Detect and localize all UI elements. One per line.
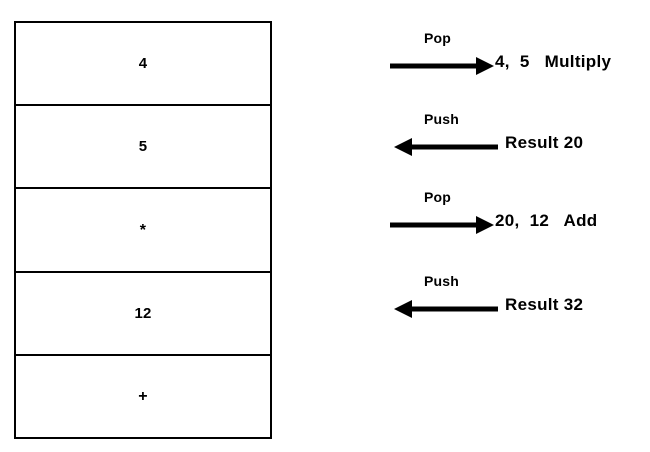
stack-cell: * xyxy=(16,189,270,273)
arrow-left-icon xyxy=(390,136,498,158)
stack-cell-value: 12 xyxy=(134,304,152,322)
stack-cell: 5 xyxy=(16,106,270,190)
operation-text: Result 32 xyxy=(505,295,584,314)
stack-cell: 12 xyxy=(16,273,270,356)
operation-label: Push xyxy=(424,273,460,289)
operations-panel: Pop 4, 5 Multiply Push Result 20 Pop xyxy=(388,0,650,452)
operation-text: Result 20 xyxy=(505,133,584,152)
operation-label: Pop xyxy=(424,30,452,46)
stack-cell: + xyxy=(16,356,270,437)
operation-text: 4, 5 Multiply xyxy=(495,52,612,71)
stack-cell-value: 5 xyxy=(138,138,148,156)
operation-row: Push Result 32 xyxy=(388,274,650,326)
stack-cell-value: * xyxy=(139,222,147,239)
arrow-right-icon xyxy=(390,214,498,236)
expression-stack: 4 5 * 12 + xyxy=(14,21,272,439)
arrow-left-icon xyxy=(390,298,498,320)
operation-row: Pop 20, 12 Add xyxy=(388,190,650,242)
stack-cell: 4 xyxy=(16,23,270,107)
operation-row: Pop 4, 5 Multiply xyxy=(388,31,650,83)
operation-label: Push xyxy=(424,111,460,127)
operation-text: 20, 12 Add xyxy=(495,211,598,230)
stack-cell-value: + xyxy=(138,388,148,406)
arrow-right-icon xyxy=(390,55,498,77)
operation-label: Pop xyxy=(424,189,452,205)
stack-cell-value: 4 xyxy=(138,55,148,73)
operation-row: Push Result 20 xyxy=(388,112,650,164)
